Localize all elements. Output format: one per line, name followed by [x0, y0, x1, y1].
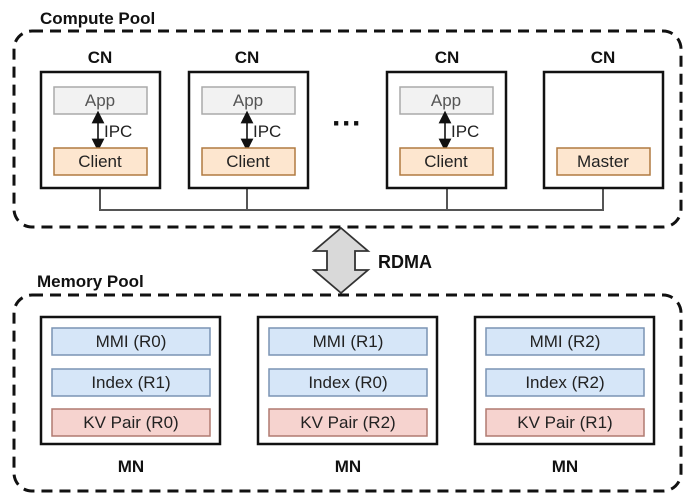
memory-node-2: MMI (R1) Index (R0) KV Pair (R2) MN: [256, 315, 439, 476]
mmi-label: MMI (R0): [96, 332, 167, 351]
kv-box: [51, 408, 211, 437]
ipc-label: IPC: [451, 122, 479, 141]
mmi-box: [51, 327, 211, 356]
compute-node-3: CN App IPC Client: [385, 48, 508, 190]
client-box: [201, 147, 296, 176]
app-label: App: [85, 91, 115, 110]
cn-label: CN: [88, 48, 113, 67]
index-box: [268, 368, 428, 397]
cn-label: CN: [591, 48, 616, 67]
index-label: Index (R2): [525, 373, 604, 392]
client-box: [53, 147, 148, 176]
client-box: [399, 147, 494, 176]
memory-node-3: MMI (R2) Index (R2) KV Pair (R1) MN: [473, 315, 656, 476]
mn-label: MN: [118, 457, 144, 476]
memory-pool-border: [12, 293, 683, 493]
app-box: [53, 86, 148, 115]
app-box: [399, 86, 494, 115]
ipc-label: IPC: [253, 122, 281, 141]
compute-pool-title: Compute Pool: [40, 9, 155, 28]
mmi-box: [485, 327, 645, 356]
kv-label: KV Pair (R2): [300, 413, 395, 432]
mn-label: MN: [335, 457, 361, 476]
index-label: Index (R1): [91, 373, 170, 392]
app-label: App: [431, 91, 461, 110]
client-label: Client: [424, 152, 468, 171]
mmi-box: [268, 327, 428, 356]
mmi-label: MMI (R1): [313, 332, 384, 351]
compute-pool-border: [12, 29, 683, 229]
kv-box: [485, 408, 645, 437]
kv-label: KV Pair (R1): [517, 413, 612, 432]
index-box: [485, 368, 645, 397]
app-label: App: [233, 91, 263, 110]
cn-label: CN: [435, 48, 460, 67]
client-label: Client: [78, 152, 122, 171]
compute-node-master: CN Master: [542, 48, 665, 190]
compute-bus: [99, 188, 604, 211]
memory-node-1: MMI (R0) Index (R1) KV Pair (R0) MN: [39, 315, 222, 476]
mmi-label: MMI (R2): [530, 332, 601, 351]
memory-pool-title: Memory Pool: [37, 272, 144, 291]
compute-node-1: CN App IPC Client: [39, 48, 162, 190]
rdma-arrow: [311, 226, 371, 295]
kv-box: [268, 408, 428, 437]
index-box: [51, 368, 211, 397]
index-label: Index (R0): [308, 373, 387, 392]
master-box: [556, 147, 651, 176]
ellipsis: ···: [332, 107, 362, 140]
kv-label: KV Pair (R0): [83, 413, 178, 432]
master-label: Master: [577, 152, 629, 171]
rdma-label: RDMA: [378, 252, 432, 272]
mn-label: MN: [552, 457, 578, 476]
compute-node-2: CN App IPC Client: [187, 48, 310, 190]
cn-label: CN: [235, 48, 260, 67]
client-label: Client: [226, 152, 270, 171]
ipc-label: IPC: [104, 122, 132, 141]
